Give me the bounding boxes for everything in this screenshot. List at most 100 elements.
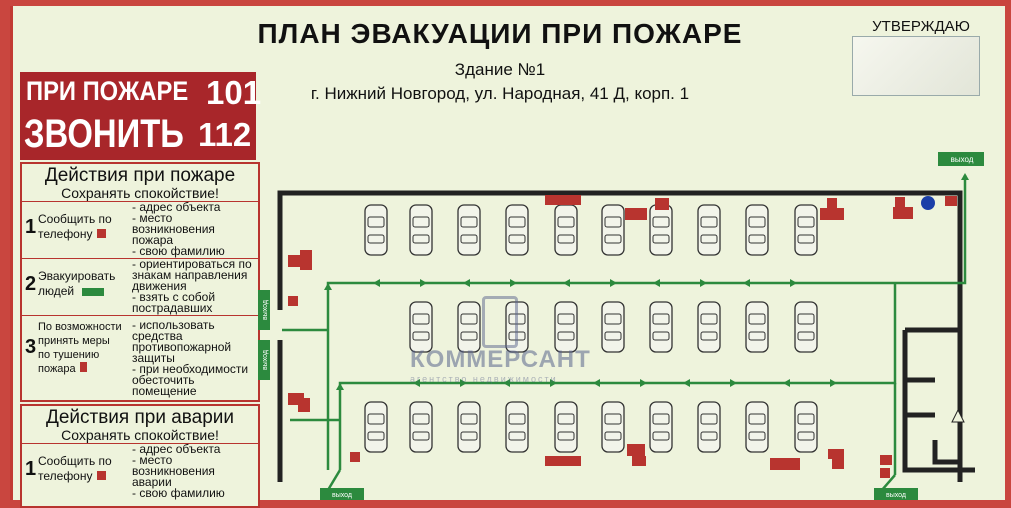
accident-actions-heading: Действия при аварии xyxy=(45,407,235,428)
parked-car xyxy=(364,204,388,256)
extinguisher-icon xyxy=(79,362,87,372)
route-arrow xyxy=(503,379,510,387)
fire-equipment-marker xyxy=(288,296,298,306)
step-items: - использовать средства противопожарной … xyxy=(126,318,256,397)
step-label-text: Сообщить по телефону xyxy=(38,454,112,483)
approve-label: УТВЕРЖДАЮ xyxy=(872,18,970,35)
fire-equipment-marker xyxy=(828,449,844,459)
exit-sign-bottom-left: выход xyxy=(320,488,364,500)
watermark-logo-icon xyxy=(482,296,518,348)
step-item: - свою фамилию xyxy=(132,486,225,500)
route-arrow xyxy=(324,283,332,290)
route-arrows xyxy=(324,173,969,390)
parked-car xyxy=(409,204,433,256)
step-items: - адрес объекта - место возникновения ав… xyxy=(126,442,256,500)
route-arrow xyxy=(610,279,617,287)
fire-equipment-marker xyxy=(655,198,669,210)
parked-car xyxy=(649,301,673,353)
parked-car xyxy=(601,301,625,353)
plan-title: ПЛАН ЭВАКУАЦИИ ПРИ ПОЖАРЕ xyxy=(257,18,743,49)
parked-car xyxy=(554,204,578,256)
parked-car xyxy=(649,204,673,256)
exit-sign-text: выход xyxy=(951,155,974,164)
step-number: 1 xyxy=(25,458,37,480)
parked-car xyxy=(745,204,769,256)
exit-sign-top: выход xyxy=(938,152,984,166)
step-label: Сообщить по телефону xyxy=(38,454,124,484)
exit-sign-left-lower: выход xyxy=(258,340,270,380)
call-number-101: 101 xyxy=(206,74,262,111)
route-arrow xyxy=(420,279,427,287)
fire-step-3: 3 По возможности принять меры по тушению… xyxy=(22,315,258,397)
route-arrow xyxy=(790,279,797,287)
parked-car xyxy=(457,401,481,453)
route-arrow xyxy=(700,279,707,287)
fire-equipment-marker xyxy=(820,208,844,220)
step-item: - место возникновения пожара xyxy=(132,211,215,247)
parked-car xyxy=(794,204,818,256)
parked-car xyxy=(794,401,818,453)
route-arrow xyxy=(550,379,557,387)
exit-sign-icon xyxy=(82,287,105,296)
route-arrow xyxy=(683,379,690,387)
step-item: - адрес объекта xyxy=(132,200,221,214)
parked-car xyxy=(601,204,625,256)
call-line1: ПРИ ПОЖАРЕ xyxy=(26,76,189,106)
fire-equipment xyxy=(288,195,957,478)
step-items: - адрес объекта - место возникновения по… xyxy=(126,200,256,257)
call-line2: ЗВОНИТЬ xyxy=(24,112,184,156)
fire-equipment-marker xyxy=(880,455,892,465)
parking-cars xyxy=(364,204,818,453)
parked-car xyxy=(457,301,481,353)
parked-car xyxy=(505,204,529,256)
route-arrow xyxy=(463,279,470,287)
walls xyxy=(277,190,975,482)
parked-car xyxy=(409,401,433,453)
emergency-call-box: ПРИ ПОЖАРЕ 101 ЗВОНИТЬ 112 xyxy=(20,72,261,160)
parked-car xyxy=(601,401,625,453)
exit-sign-left: выход xyxy=(258,290,270,330)
parked-car xyxy=(457,204,481,256)
fire-step-2: 2 Эвакуировать людей - ориентироваться п… xyxy=(22,258,258,315)
route-arrow xyxy=(563,279,570,287)
fire-equipment-marker xyxy=(545,456,581,466)
parked-car xyxy=(745,301,769,353)
step-item: - ориентироваться по знакам направления … xyxy=(132,257,252,293)
route-arrow xyxy=(730,379,737,387)
accident-actions-panel: Действия при аварии Сохранять спокойстви… xyxy=(20,404,260,508)
building-name: Здание №1 xyxy=(454,60,546,79)
step-item: - адрес объекта xyxy=(132,442,221,456)
step-item: - взять с собой пострадавших xyxy=(132,290,216,315)
fire-actions-panel: Действия при пожаре Сохранять спокойстви… xyxy=(20,162,260,402)
parked-car xyxy=(649,401,673,453)
parked-car xyxy=(364,401,388,453)
parked-car xyxy=(745,401,769,453)
parked-car xyxy=(697,401,721,453)
evacuation-routes xyxy=(282,175,967,491)
watermark-tagline: агентство недвижимости xyxy=(410,374,558,384)
warning-icon xyxy=(951,408,965,423)
step-number: 2 xyxy=(25,273,37,295)
route-arrow xyxy=(336,383,344,390)
you-are-here-marker xyxy=(921,196,935,210)
step-label: Эвакуировать людей xyxy=(38,269,124,299)
phone-icon xyxy=(96,471,106,480)
parked-car xyxy=(697,301,721,353)
step-item: - использовать средства противопожарной … xyxy=(132,318,232,365)
exit-sign-text: выход xyxy=(262,300,269,320)
fire-equipment-marker xyxy=(625,208,647,220)
parked-car xyxy=(794,301,818,353)
fire-equipment-marker xyxy=(545,195,581,205)
fire-equipment-marker xyxy=(298,398,310,412)
route-arrow xyxy=(640,379,647,387)
accident-calm-note: Сохранять спокойствие! xyxy=(61,427,219,443)
fire-step-1: 1 Сообщить по телефону - адрес объекта -… xyxy=(22,201,258,258)
step-label: Сообщить по телефону xyxy=(38,212,124,242)
approve-pocket xyxy=(852,36,980,96)
parked-car xyxy=(409,301,433,353)
route-arrow xyxy=(830,379,837,387)
fire-equipment-marker xyxy=(880,468,890,478)
step-items: - ориентироваться по знакам направления … xyxy=(126,257,256,315)
building-address: г. Нижний Новгород, ул. Народная, 41 Д, … xyxy=(310,84,690,103)
step-number: 1 xyxy=(25,216,37,238)
